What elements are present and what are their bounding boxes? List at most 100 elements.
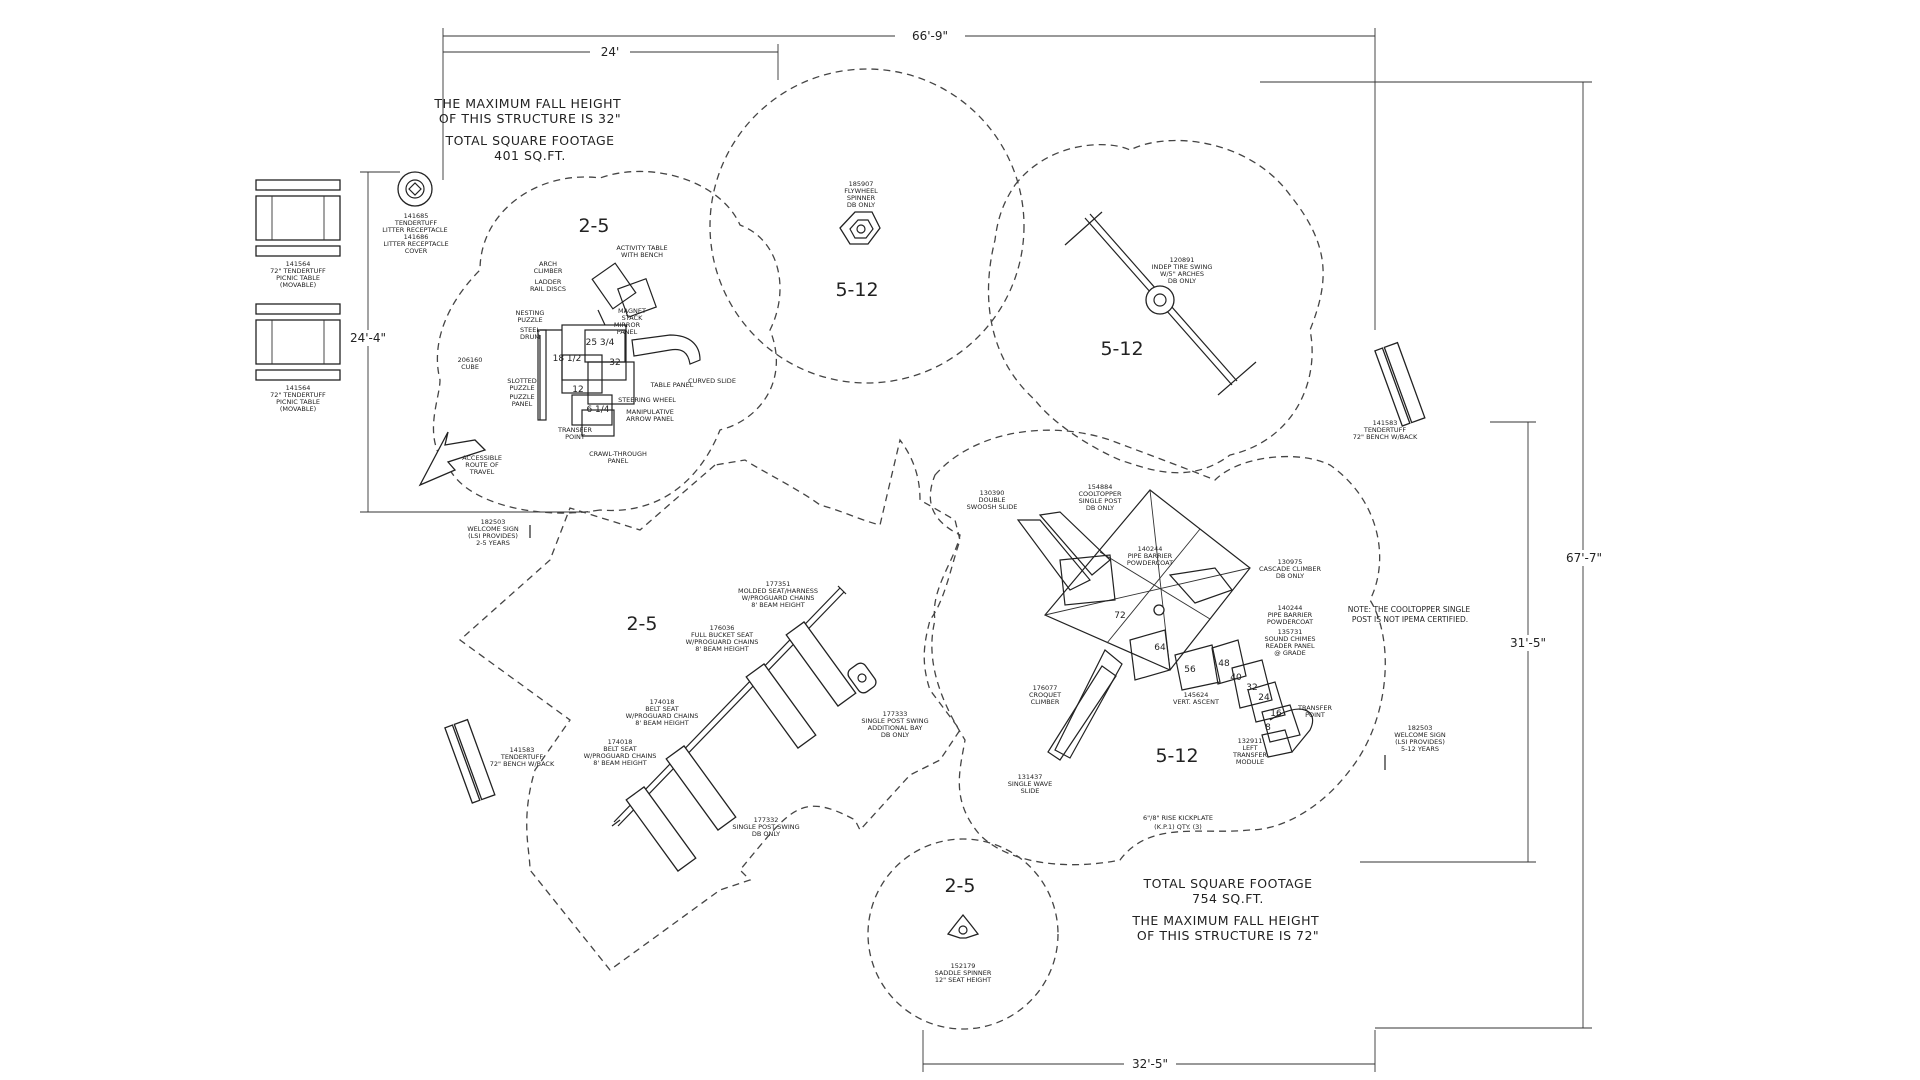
note-small-sqft-title: TOTAL SQUARE FOOTAGE (444, 133, 614, 148)
notes: THE MAXIMUM FALL HEIGHT OF THIS STRUCTUR… (433, 96, 1473, 943)
note-small-fall: THE MAXIMUM FALL HEIGHT OF THIS STRUCTUR… (433, 96, 625, 126)
tire-swing-icon (1145, 285, 1175, 315)
cooltopper-canopy-icon (1044, 489, 1251, 671)
zone-flywheel-spinner (709, 68, 1025, 384)
deck-height-toddler-4: 12 (572, 385, 583, 395)
age-flywheel-spinner: 5-12 (835, 279, 878, 301)
deck-height-large-32: 32 (1246, 683, 1257, 693)
deck-height-toddler-1: 25 3/4 (586, 338, 615, 348)
age-swing-area: 2-5 (626, 613, 657, 635)
dim-top-width: 24' (601, 45, 620, 59)
dimension-lines: 66'-9" 24' 24'-4" 67'-7" 31'-5" 32'-5" (346, 28, 1608, 1072)
label-steering-wheel: STEERING WHEEL (618, 396, 676, 404)
deck-height-toddler-5: 6 1/4 (586, 405, 609, 415)
note-large-sqft: 754 SQ.FT. (1192, 891, 1264, 906)
age-labels: 2-5 5-12 5-12 2-5 5-12 2-5 (578, 215, 1198, 897)
deck-height-toddler-3: 18 1/2 (553, 354, 582, 364)
age-toddler-structure: 2-5 (578, 215, 609, 237)
dim-overall-height: 67'-7" (1566, 551, 1602, 565)
note-large-sqft-title: TOTAL SQUARE FOOTAGE (1142, 876, 1312, 891)
label-table-panel: TABLE PANEL (650, 381, 694, 389)
age-large-structure: 5-12 (1155, 745, 1198, 767)
note-large-fall: THE MAXIMUM FALL HEIGHT OF THIS STRUCTUR… (1131, 913, 1323, 943)
picnic-table-2-icon (255, 303, 341, 381)
deck-height-large-40: 40 (1230, 673, 1242, 683)
zone-swing-area (458, 438, 961, 971)
deck-height-large-56: 56 (1184, 665, 1196, 675)
flywheel-spinner-icon (839, 211, 881, 245)
bench-right-icon (1374, 341, 1426, 427)
deck-height-large-72: 72 (1114, 611, 1125, 621)
molded-seat-icon (847, 662, 877, 694)
note-small-sqft: 401 SQ.FT. (494, 148, 566, 163)
note-cooltopper: NOTE: THE COOLTOPPER SINGLE POST IS NOT … (1348, 605, 1473, 624)
dim-bottom-width: 32'-5" (1132, 1057, 1168, 1071)
bench-left-icon (444, 718, 496, 804)
deck-height-large-16: 16 (1270, 709, 1282, 719)
label-curved-slide: CURVED SLIDE (688, 377, 736, 385)
zone-tire-swing (987, 139, 1324, 474)
age-tire-swing: 5-12 (1100, 338, 1143, 360)
zone-saddle-spinner (867, 838, 1059, 1030)
label-kickplate: 6"/8" RISE KICKPLATE(K.P.1) QTY. (3) (1143, 814, 1213, 831)
dim-right-height: 31'-5" (1510, 636, 1546, 650)
dim-left-height: 24'-4" (350, 331, 386, 345)
picnic-table-1-icon (255, 179, 341, 257)
deck-height-large-48: 48 (1218, 659, 1230, 669)
zone-toddler-structure (432, 170, 781, 514)
litter-receptacle-icon (397, 171, 433, 207)
use-zones (432, 68, 1386, 1030)
deck-height-large-24: 24 (1258, 693, 1270, 703)
age-saddle-spinner: 2-5 (944, 875, 975, 897)
deck-height-large-64: 64 (1154, 643, 1166, 653)
